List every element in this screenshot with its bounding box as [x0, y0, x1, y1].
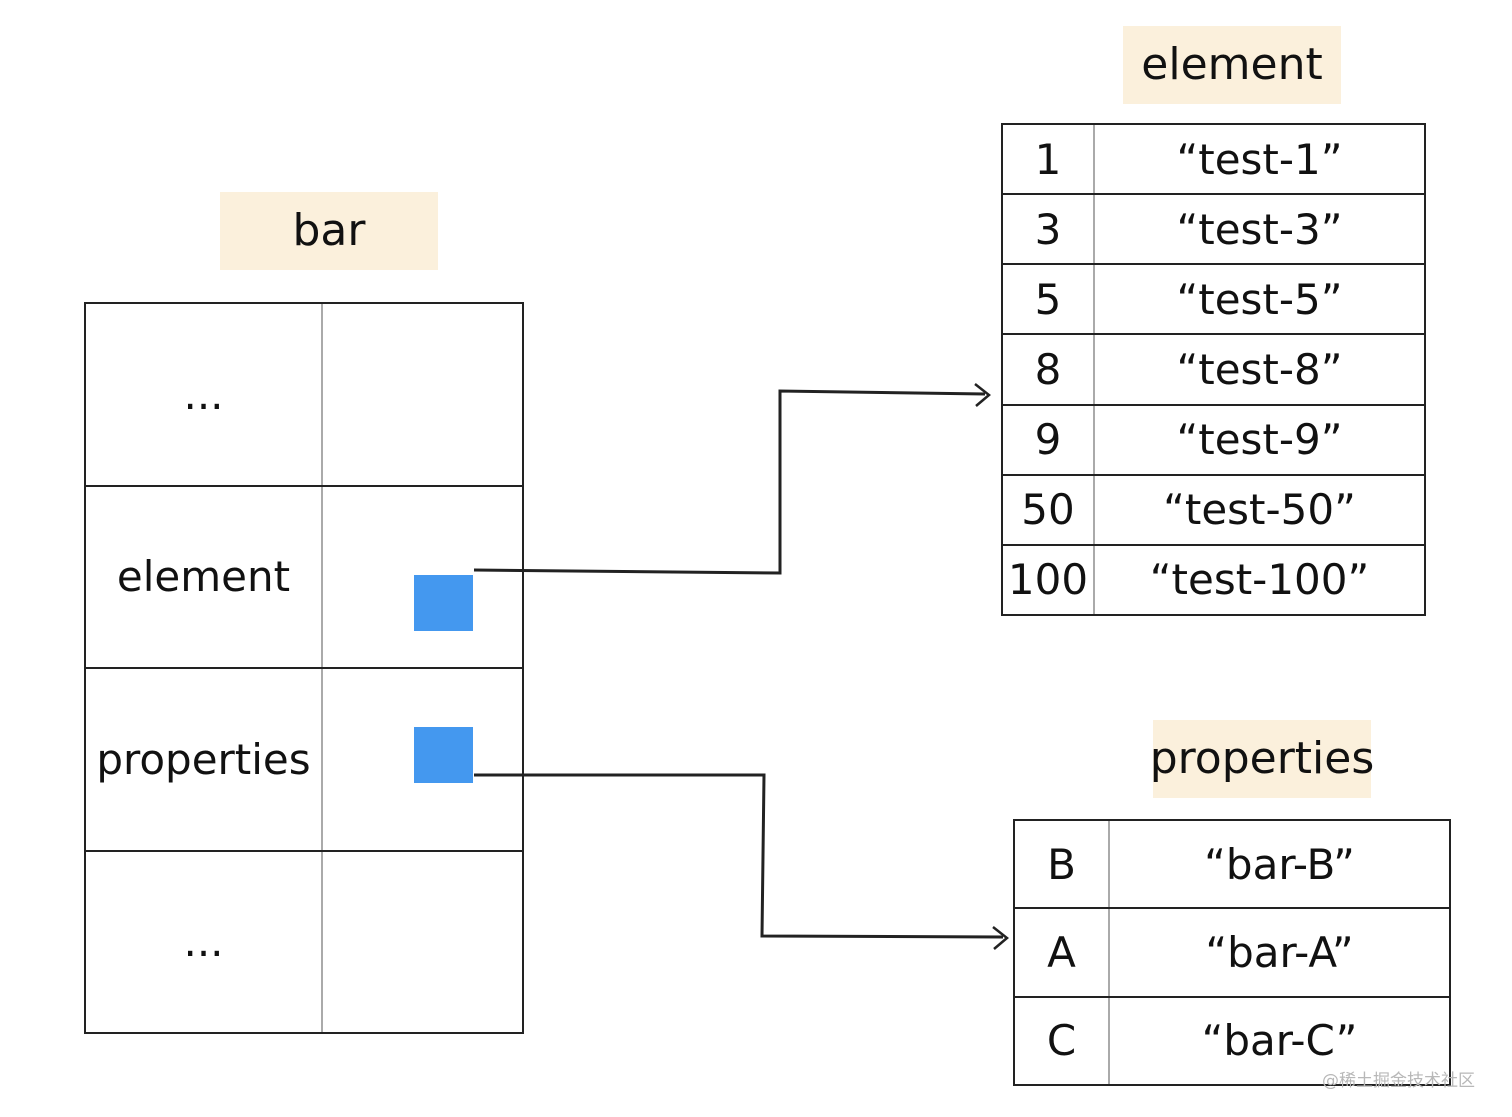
- property-key: A: [1015, 909, 1110, 996]
- table-row: 1 “test-1”: [1003, 125, 1424, 194]
- watermark: @稀土掘金技术社区: [1322, 1071, 1475, 1091]
- table-row: 50 “test-50”: [1003, 473, 1424, 544]
- element-index: 5: [1003, 265, 1095, 334]
- element-value: “test-8”: [1176, 344, 1343, 394]
- properties-table: B “bar-B” A “bar-A” C “bar-C”: [1013, 819, 1451, 1086]
- property-value: “bar-B”: [1204, 839, 1355, 889]
- bar-row-value: [323, 669, 522, 850]
- table-row: 9 “test-9”: [1003, 403, 1424, 474]
- property-value: “bar-A”: [1205, 927, 1354, 977]
- bar-object-table: ... element properties ...: [84, 302, 524, 1034]
- element-index: 9: [1003, 405, 1095, 474]
- property-key: B: [1015, 821, 1110, 908]
- table-row: 8 “test-8”: [1003, 333, 1424, 404]
- bar-row: ...: [86, 304, 522, 485]
- element-table: 1 “test-1” 3 “test-3” 5 “test-5” 8 “test…: [1001, 123, 1426, 616]
- bar-row-key: properties: [86, 669, 323, 850]
- element-value: “test-100”: [1149, 555, 1370, 605]
- properties-link-line: [474, 773, 1004, 939]
- properties-link-arrowhead: [992, 926, 1009, 950]
- property-value: “bar-C”: [1201, 1016, 1358, 1066]
- element-index: 50: [1003, 475, 1095, 544]
- table-row: 100 “test-100”: [1003, 543, 1424, 614]
- table-row: A “bar-A”: [1015, 907, 1449, 996]
- element-title: element: [1123, 26, 1341, 104]
- element-index: 3: [1003, 195, 1095, 264]
- properties-pointer: [414, 727, 473, 783]
- property-key: C: [1015, 997, 1110, 1084]
- bar-title: bar: [220, 192, 438, 270]
- element-value: “test-9”: [1176, 415, 1343, 465]
- bar-row-key: element: [86, 486, 323, 667]
- table-row: B “bar-B”: [1015, 821, 1449, 908]
- element-pointer: [414, 574, 473, 631]
- element-link-line: [473, 389, 986, 575]
- table-row: 3 “test-3”: [1003, 193, 1424, 264]
- bar-row-element: element: [86, 484, 522, 668]
- element-index: 100: [1003, 545, 1095, 614]
- bar-row-key: ...: [86, 851, 323, 1032]
- bar-row: ...: [86, 849, 522, 1032]
- element-value: “test-1”: [1176, 134, 1343, 184]
- element-index: 1: [1003, 125, 1095, 194]
- element-value: “test-5”: [1176, 274, 1343, 324]
- bar-row-properties: properties: [86, 667, 522, 850]
- element-link-arrowhead: [974, 383, 991, 407]
- bar-row-key: ...: [86, 304, 323, 485]
- element-value: “test-50”: [1163, 485, 1356, 535]
- table-row: C “bar-C”: [1015, 995, 1449, 1084]
- element-value: “test-3”: [1176, 204, 1343, 254]
- table-row: 5 “test-5”: [1003, 263, 1424, 334]
- bar-row-value: [323, 487, 522, 668]
- properties-title: properties: [1150, 720, 1374, 798]
- element-index: 8: [1003, 335, 1095, 404]
